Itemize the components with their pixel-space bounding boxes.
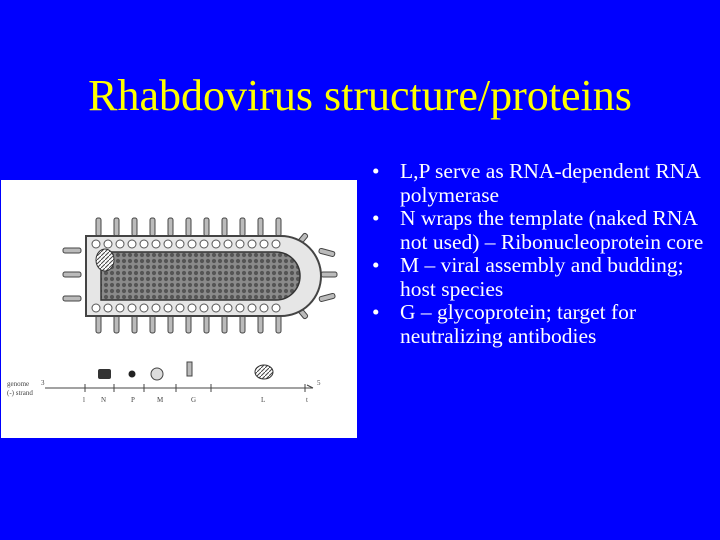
gene-label-m: M (157, 396, 164, 404)
gene-label-l: l (83, 396, 85, 404)
gene-label-t: t (306, 396, 308, 404)
protein-icons (98, 361, 274, 381)
glycoprotein-spikes-left (62, 247, 82, 302)
genome-label: genome (7, 380, 29, 388)
end-5-label: 5 (317, 379, 321, 387)
slide-title: Rhabdovirus structure/proteins (88, 71, 632, 120)
matrix-beads (91, 239, 281, 313)
gene-label-g: G (191, 396, 196, 404)
gene-label-n: N (101, 396, 106, 404)
bullet-item: G – glycoprotein; target for neutralizin… (368, 300, 713, 348)
ribonucleoprotein-core (100, 251, 301, 301)
virus-diagram: genome (-) strand 3 5 l N P M G L t (1, 180, 357, 438)
bullet-item: L,P serve as RNA-dependent RNA polymeras… (368, 159, 713, 207)
rhabdovirus-illustration: genome (-) strand 3 5 l N P M G L t (7, 217, 338, 404)
polymerase-cluster (95, 248, 115, 272)
bullet-item: N wraps the template (naked RNA not used… (368, 206, 713, 254)
bullet-list: L,P serve as RNA-dependent RNA polymeras… (368, 159, 713, 348)
gene-label-l-large: L (261, 396, 265, 404)
end-3-label: 3 (41, 379, 45, 387)
bullet-item: M – viral assembly and budding; host spe… (368, 253, 713, 301)
strand-label: (-) strand (7, 389, 33, 397)
genome-map (45, 384, 314, 392)
glycoprotein-spikes-bottom (95, 314, 282, 334)
glycoprotein-spikes-top (95, 217, 282, 237)
gene-label-p: P (131, 396, 135, 404)
